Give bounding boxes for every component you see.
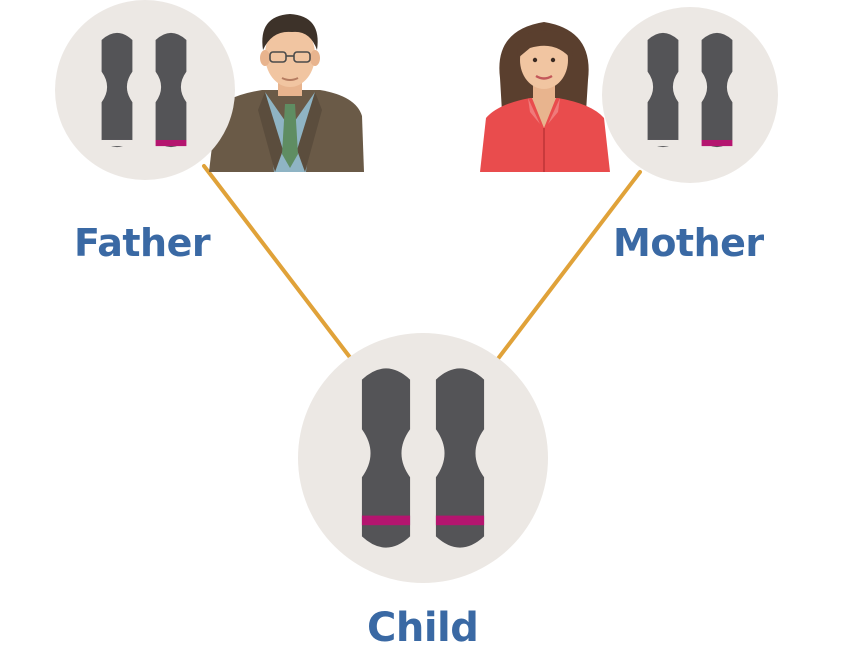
- chromosome-icon: [155, 32, 187, 148]
- mother-circle: [602, 7, 778, 183]
- mother-label: Mother: [613, 221, 764, 265]
- man-in-suit-icon: [209, 14, 364, 172]
- father-chromosome-pair: [55, 0, 235, 180]
- chromosome-icon: [101, 32, 133, 148]
- father-right-band: [155, 139, 187, 147]
- mother-left-band: [647, 139, 679, 147]
- chromosome-icon: [361, 368, 411, 548]
- father-left-band: [101, 139, 133, 147]
- chromosome-icon: [647, 32, 679, 148]
- edge-mother-to-child: [495, 170, 642, 362]
- mother-right-band: [701, 139, 733, 147]
- chromosome-icon: [435, 368, 485, 548]
- child-right-band: [435, 515, 485, 526]
- father-circle: [55, 0, 235, 180]
- woman-in-red-shirt-icon: [480, 22, 610, 172]
- mother-chromosome-pair: [602, 7, 778, 183]
- child-chromosome-pair: [298, 333, 548, 583]
- child-circle: [298, 333, 548, 583]
- child-left-band: [361, 515, 411, 526]
- chromosome-icon: [701, 32, 733, 148]
- child-label: Child: [367, 605, 479, 651]
- edge-father-to-child: [202, 164, 354, 362]
- inheritance-diagram: [55, 0, 778, 583]
- father-label: Father: [74, 221, 211, 265]
